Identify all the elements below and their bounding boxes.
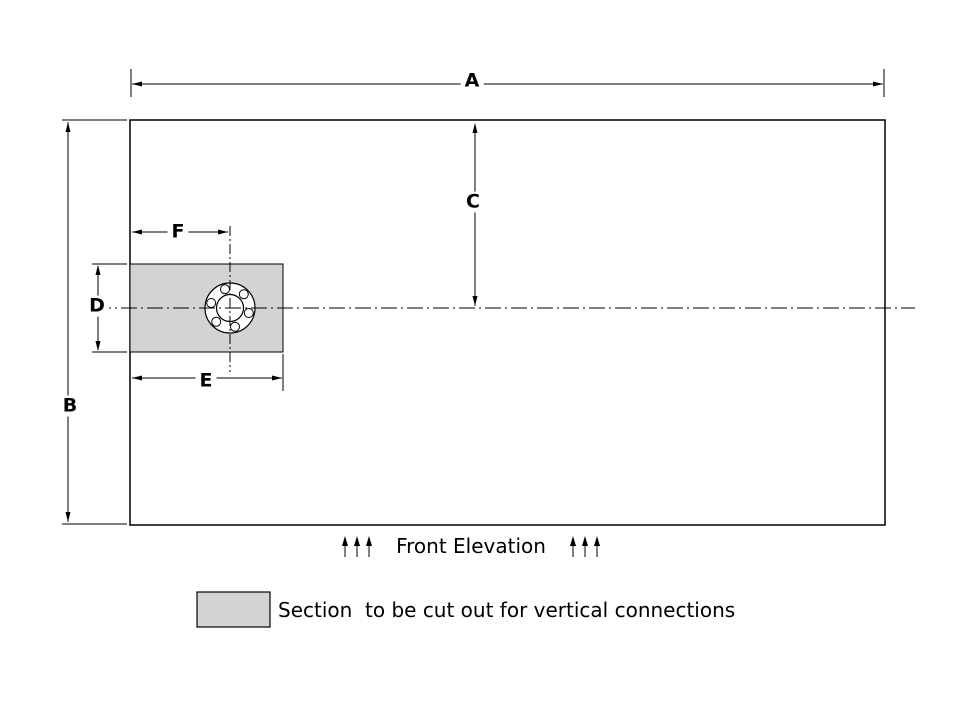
arrow-up-icon	[95, 265, 101, 275]
legend-label: Section to be cut out for vertical conne…	[278, 598, 736, 622]
arrow-up-icon	[342, 536, 348, 546]
dimension-b	[62, 119, 127, 525]
dimension-a	[130, 69, 885, 97]
drawing-caption: Front Elevation	[396, 534, 546, 558]
flange-bolt-hole	[243, 308, 254, 318]
legend-swatch	[196, 591, 271, 628]
arrow-left-icon	[132, 229, 142, 235]
arrow-left-icon	[132, 375, 142, 381]
arrow-right-icon	[873, 81, 883, 87]
dimension-d	[92, 263, 127, 353]
arrow-up-icon	[594, 536, 600, 546]
arrow-up-icon	[354, 536, 360, 546]
arrow-left-icon	[132, 81, 142, 87]
flange-bolt-hole	[211, 316, 222, 327]
dimension-label-e: E	[195, 370, 217, 392]
arrow-down-icon	[95, 341, 101, 351]
caption-arrows-right	[570, 536, 600, 557]
flange-bolt-hole	[220, 284, 230, 295]
dimension-label-f: F	[167, 221, 189, 243]
dimension-c	[472, 123, 478, 306]
arrow-down-icon	[472, 296, 478, 306]
caption-arrows-left	[342, 536, 372, 557]
dimension-label-b: B	[58, 395, 82, 417]
arrow-up-icon	[366, 536, 372, 546]
arrow-up-icon	[570, 536, 576, 546]
flange-bolt-hole	[230, 321, 240, 332]
arrow-right-icon	[218, 229, 228, 235]
arrow-up-icon	[472, 123, 478, 133]
dimension-label-a: A	[460, 70, 484, 92]
arrow-down-icon	[65, 512, 71, 522]
flange-bolt-hole	[238, 289, 249, 300]
arrow-up-icon	[582, 536, 588, 546]
dimension-label-d: D	[85, 295, 109, 317]
flange-bolt-hole	[206, 298, 217, 308]
dimension-label-c: C	[462, 191, 484, 213]
arrow-right-icon	[272, 375, 282, 381]
arrow-up-icon	[65, 122, 71, 132]
